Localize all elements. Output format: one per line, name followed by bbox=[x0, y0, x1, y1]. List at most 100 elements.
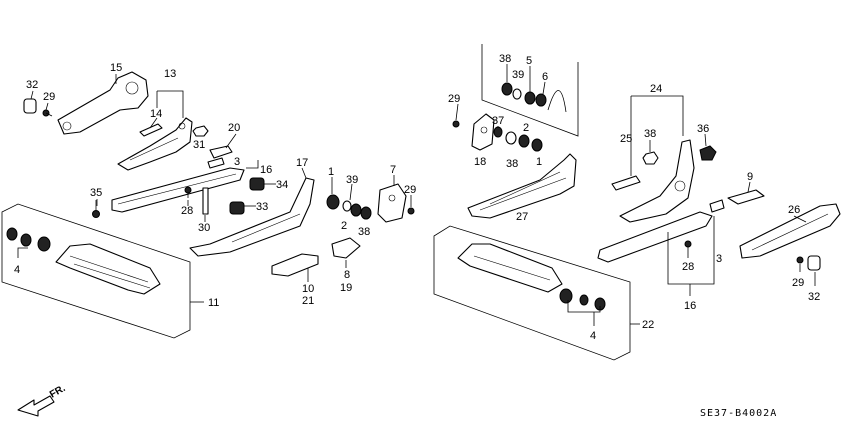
callout-17: 17 bbox=[296, 157, 308, 169]
callout-37: 37 bbox=[492, 115, 504, 127]
bolt-part-28a bbox=[184, 186, 192, 198]
callout-4a: 4 bbox=[14, 264, 20, 276]
inset-box bbox=[481, 44, 579, 137]
callout-38b: 38 bbox=[499, 53, 511, 65]
mechanism-part-13 bbox=[117, 117, 193, 171]
callout-10: 10 bbox=[302, 283, 314, 295]
callout-3b: 3 bbox=[716, 253, 722, 265]
callout-8: 8 bbox=[344, 269, 350, 281]
callout-29c: 29 bbox=[448, 93, 460, 105]
assembly-box-11 bbox=[1, 203, 191, 339]
callout-16a: 16 bbox=[260, 164, 272, 176]
washer-part-2a bbox=[350, 203, 362, 217]
callout-7: 7 bbox=[390, 164, 396, 176]
callout-32a: 32 bbox=[26, 79, 38, 91]
rail-part-16b bbox=[597, 211, 713, 263]
washer-part-37 bbox=[493, 126, 503, 138]
callout-14: 14 bbox=[150, 108, 162, 120]
callout-28a: 28 bbox=[181, 205, 193, 217]
callout-29b: 29 bbox=[404, 184, 416, 196]
callout-33: 33 bbox=[256, 201, 268, 213]
callout-26: 26 bbox=[788, 204, 800, 216]
bushing-part-33 bbox=[229, 201, 245, 215]
clip-part-3 bbox=[207, 157, 225, 169]
callout-38c: 38 bbox=[506, 158, 518, 170]
callout-20: 20 bbox=[228, 122, 240, 134]
callout-27: 27 bbox=[516, 211, 528, 223]
callout-6: 6 bbox=[542, 71, 548, 83]
callout-39a: 39 bbox=[346, 174, 358, 186]
callout-28b: 28 bbox=[682, 261, 694, 273]
bushing-part-36 bbox=[699, 145, 717, 161]
callout-4b: 4 bbox=[590, 330, 596, 342]
callout-9: 9 bbox=[747, 171, 753, 183]
washer-part-2b bbox=[518, 134, 530, 148]
bushing-part-34 bbox=[249, 177, 265, 191]
callout-11: 11 bbox=[208, 297, 219, 309]
callout-39b: 39 bbox=[512, 69, 524, 81]
callout-2b: 2 bbox=[523, 122, 529, 134]
front-arrow-label: FR. bbox=[48, 383, 68, 401]
bolt-part-28b bbox=[684, 240, 692, 252]
callout-3a: 3 bbox=[234, 156, 240, 168]
callout-35: 35 bbox=[90, 187, 102, 199]
bolt-part-29 bbox=[42, 109, 53, 117]
plate-part-14 bbox=[139, 123, 163, 137]
callout-1a: 1 bbox=[328, 166, 334, 178]
clip-part-3b bbox=[709, 199, 725, 213]
bolt-part-29d bbox=[796, 256, 804, 264]
cap-part-32b bbox=[807, 255, 821, 271]
nut-part-31 bbox=[192, 125, 209, 137]
nut-part-38a bbox=[360, 206, 372, 220]
leader-lines bbox=[17, 64, 816, 326]
callout-15: 15 bbox=[110, 62, 122, 74]
diagram-code: SE37-B4002A bbox=[700, 408, 777, 419]
callout-24: 24 bbox=[650, 83, 662, 95]
bolt-part-29c bbox=[452, 120, 460, 128]
callout-30: 30 bbox=[198, 222, 210, 234]
callout-34: 34 bbox=[276, 179, 288, 191]
front-arrow-icon bbox=[17, 395, 55, 417]
bracket-part-18 bbox=[471, 113, 495, 151]
washer-part-38c bbox=[505, 131, 517, 145]
mechanism-part-24 bbox=[619, 139, 695, 223]
callout-18: 18 bbox=[474, 156, 486, 168]
rail-part-16 bbox=[111, 167, 245, 213]
pin-part-30 bbox=[202, 187, 209, 215]
clip-part-9 bbox=[727, 189, 765, 205]
plate-part-25 bbox=[611, 175, 641, 191]
callout-29d: 29 bbox=[792, 277, 804, 289]
assembly-box-22 bbox=[433, 225, 631, 361]
cover-part-8 bbox=[331, 237, 361, 259]
callout-32b: 32 bbox=[808, 291, 820, 303]
callout-36: 36 bbox=[697, 123, 709, 135]
callout-22: 22 bbox=[642, 319, 654, 331]
callout-21: 21 bbox=[302, 295, 314, 307]
callout-1b: 1 bbox=[536, 156, 542, 168]
cover-part-15 bbox=[57, 71, 149, 135]
bolt-part-29b bbox=[407, 207, 415, 215]
callout-5: 5 bbox=[526, 55, 532, 67]
callout-16b: 16 bbox=[684, 300, 696, 312]
callout-38d: 38 bbox=[644, 128, 656, 140]
callout-38a: 38 bbox=[358, 226, 370, 238]
washer-part-39a bbox=[342, 200, 352, 212]
washer-part-1b bbox=[531, 138, 543, 152]
callout-25: 25 bbox=[620, 133, 632, 145]
washer-part-1a bbox=[326, 194, 340, 210]
cover-part-26 bbox=[739, 203, 841, 259]
cap-part-32 bbox=[23, 98, 37, 114]
callout-2a: 2 bbox=[341, 220, 347, 232]
cover-part-10 bbox=[271, 253, 319, 277]
nut-part-38d bbox=[642, 151, 659, 165]
callout-19: 19 bbox=[340, 282, 352, 294]
callout-31: 31 bbox=[193, 139, 205, 151]
clip-part-20 bbox=[209, 145, 233, 159]
callout-29a: 29 bbox=[43, 91, 55, 103]
lever-part-17 bbox=[189, 177, 315, 257]
bolt-part-35 bbox=[92, 200, 100, 218]
rail-part-27 bbox=[467, 153, 577, 219]
bracket-part-7 bbox=[377, 183, 407, 223]
callout-13: 13 bbox=[164, 68, 176, 80]
